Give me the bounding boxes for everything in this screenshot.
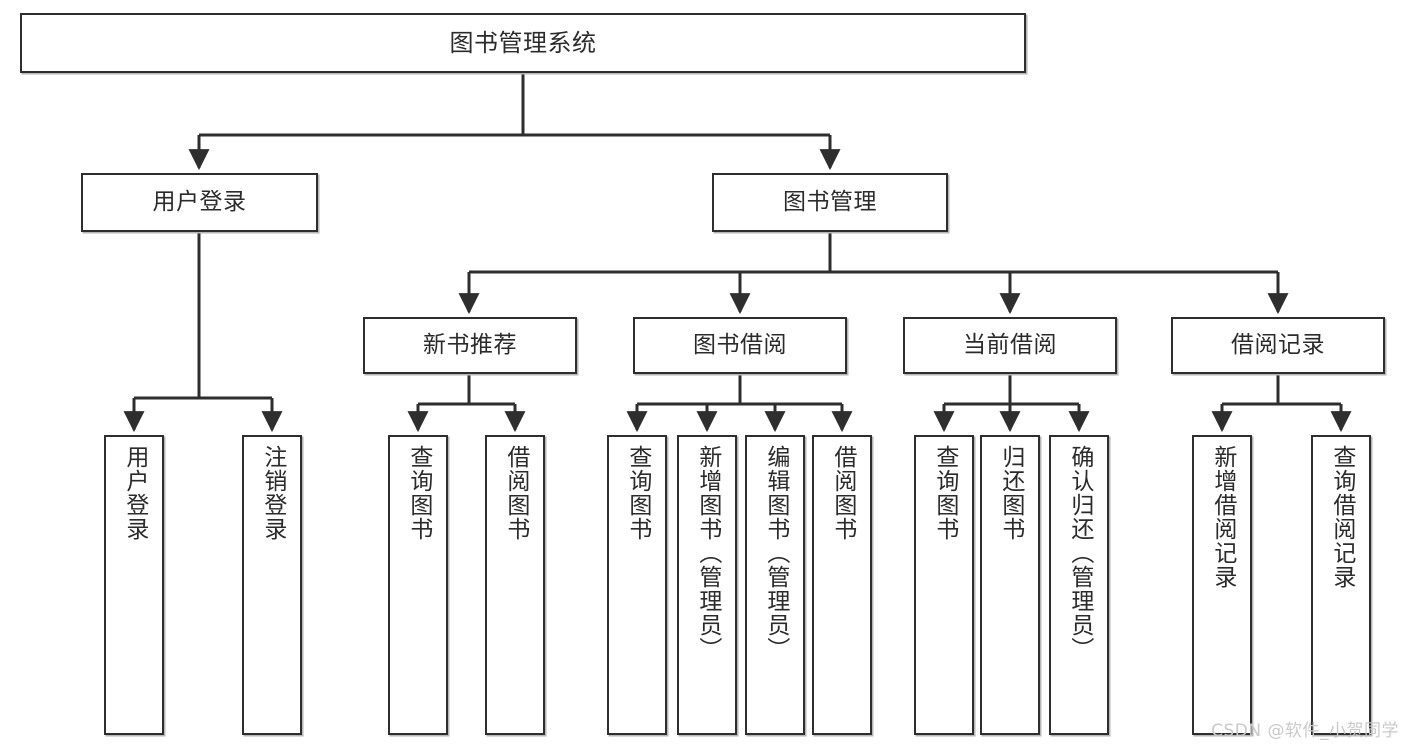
leaf-borrow-book-2[interactable]: 借阅图书 <box>812 435 872 735</box>
leaf-query-book-1[interactable]: 查询图书 <box>388 435 448 735</box>
leaf-add-record[interactable]: 新增借阅记录 <box>1192 435 1252 735</box>
node-new-book-recommend[interactable]: 新书推荐 <box>363 317 577 374</box>
leaf-edit-book[interactable]: 编辑图书（管理员） <box>745 435 805 735</box>
node-user-login-label: 用户登录 <box>152 188 247 215</box>
leaf-add-record-label: 新增借阅记录 <box>1209 445 1236 589</box>
leaf-borrow-book-1-label: 借阅图书 <box>502 445 529 541</box>
leaf-user-login[interactable]: 用户登录 <box>104 435 164 735</box>
node-borrow-record[interactable]: 借阅记录 <box>1171 317 1385 374</box>
node-book-manage-label: 图书管理 <box>783 188 877 215</box>
csdn-watermark: CSDN @软件_小贺同学 <box>1211 721 1399 741</box>
node-user-login[interactable]: 用户登录 <box>81 173 318 232</box>
node-book-borrow[interactable]: 图书借阅 <box>633 317 847 374</box>
leaf-query-book-2-label: 查询图书 <box>624 445 651 541</box>
leaf-logout-label: 注销登录 <box>259 445 286 541</box>
leaf-return-book[interactable]: 归还图书 <box>980 435 1040 735</box>
leaf-query-book-1-label: 查询图书 <box>405 445 432 541</box>
leaf-add-book[interactable]: 新增图书（管理员） <box>677 435 737 735</box>
leaf-borrow-book-2-label: 借阅图书 <box>829 445 856 541</box>
node-borrow-record-label: 借阅记录 <box>1231 331 1325 358</box>
leaf-logout[interactable]: 注销登录 <box>242 435 302 735</box>
leaf-query-record[interactable]: 查询借阅记录 <box>1311 435 1371 735</box>
node-new-book-recommend-label: 新书推荐 <box>423 331 517 358</box>
node-root-label: 图书管理系统 <box>449 28 597 57</box>
leaf-confirm-return[interactable]: 确认归还（管理员） <box>1049 435 1109 735</box>
leaf-user-login-label: 用户登录 <box>121 445 148 541</box>
node-book-borrow-label: 图书借阅 <box>693 331 787 358</box>
leaf-return-book-label: 归还图书 <box>997 445 1024 541</box>
node-current-borrow[interactable]: 当前借阅 <box>903 317 1117 374</box>
leaf-confirm-return-label: 确认归还（管理员） <box>1066 445 1093 661</box>
leaf-query-book-2[interactable]: 查询图书 <box>607 435 667 735</box>
leaf-borrow-book-1[interactable]: 借阅图书 <box>485 435 545 735</box>
leaf-edit-book-label: 编辑图书（管理员） <box>762 445 789 661</box>
node-book-manage[interactable]: 图书管理 <box>712 173 948 232</box>
node-current-borrow-label: 当前借阅 <box>963 331 1057 358</box>
leaf-query-book-3-label: 查询图书 <box>931 445 958 541</box>
leaf-query-record-label: 查询借阅记录 <box>1328 445 1355 589</box>
leaf-query-book-3[interactable]: 查询图书 <box>914 435 974 735</box>
leaf-add-book-label: 新增图书（管理员） <box>694 445 721 661</box>
node-root[interactable]: 图书管理系统 <box>20 13 1026 73</box>
